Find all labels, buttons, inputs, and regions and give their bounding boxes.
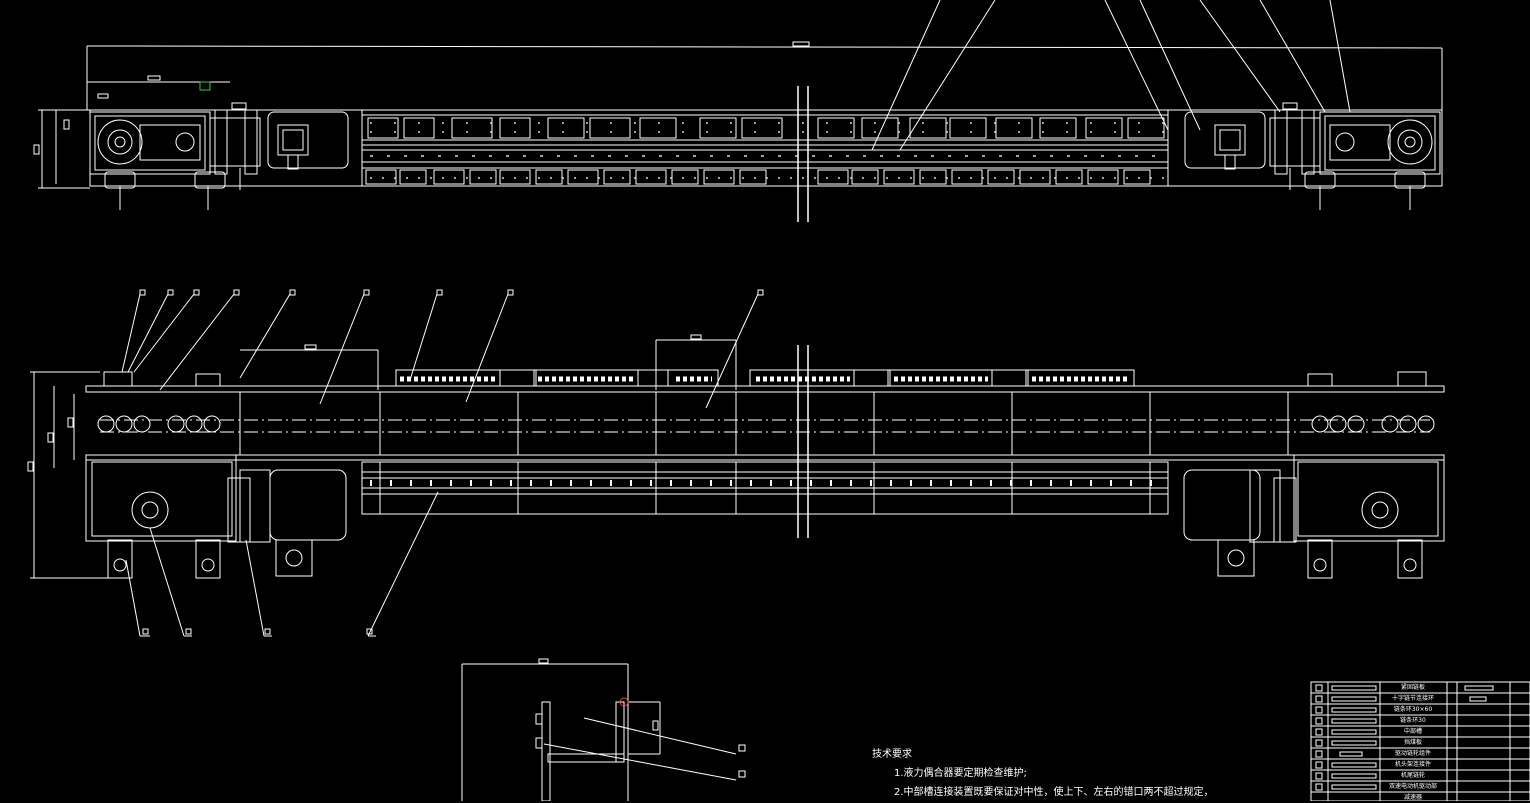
bom-name: 十字链节连接环 <box>1391 695 1434 702</box>
bom-row: 紧固链板 <box>1311 682 1530 693</box>
note-item: 2.中部槽连接装置既要保证对中性，使上下、左右的错口两不超过规定， <box>894 787 1214 798</box>
bom-name: 驱动链轮组件 <box>1394 750 1431 757</box>
bom-row: 双速电动机驱动部 <box>1311 781 1530 792</box>
top-chain-pins <box>370 122 1165 179</box>
note-item: 1.液力偶合器要定期检查维护; <box>894 768 1027 779</box>
bom-name: 紧固链板 <box>1400 684 1425 691</box>
bom-row: 十字链节连接环 <box>1311 693 1530 704</box>
bom-row: 链条环30×60 <box>1311 704 1530 715</box>
front-flight-blocks <box>395 369 1135 387</box>
bom-name: 减速器 <box>1403 794 1422 801</box>
notes-heading: 技术要求 <box>872 749 912 760</box>
front-top-leaders <box>121 289 764 409</box>
front-bottom-leaders <box>125 491 439 637</box>
bom-name: 中部槽 <box>1403 728 1422 735</box>
bom-row: 链条环30 <box>1311 715 1530 726</box>
bom-row: 驱动链轮组件 <box>1311 748 1530 759</box>
top-flights <box>367 117 1165 139</box>
bom-row: 机头架连接件 <box>1311 759 1530 770</box>
section-detail <box>461 658 746 801</box>
bom-row: 减速器 <box>1311 792 1530 803</box>
front-view <box>27 289 1445 637</box>
bom-name: 机头架连接件 <box>1394 761 1431 768</box>
technical-notes: 技术要求 1.液力偶合器要定期检查维护; 2.中部槽连接装置既要保证对中性，使上… <box>872 745 1214 802</box>
bom-row: 挡煤板 <box>1311 737 1530 748</box>
top-lower-links <box>365 169 1151 185</box>
top-view <box>33 0 1443 222</box>
bom-grid <box>1310 681 1530 801</box>
bom-name: 链条环30×60 <box>1393 706 1433 713</box>
bom-name: 双速电动机驱动部 <box>1388 783 1437 790</box>
bom-name: 链条环30 <box>1400 717 1426 724</box>
bom-row: 机尾链轮 <box>1311 770 1530 781</box>
bom-name: 挡煤板 <box>1403 739 1422 746</box>
bom-row: 中部槽 <box>1311 726 1530 737</box>
bom-name: 机尾链轮 <box>1400 772 1425 779</box>
